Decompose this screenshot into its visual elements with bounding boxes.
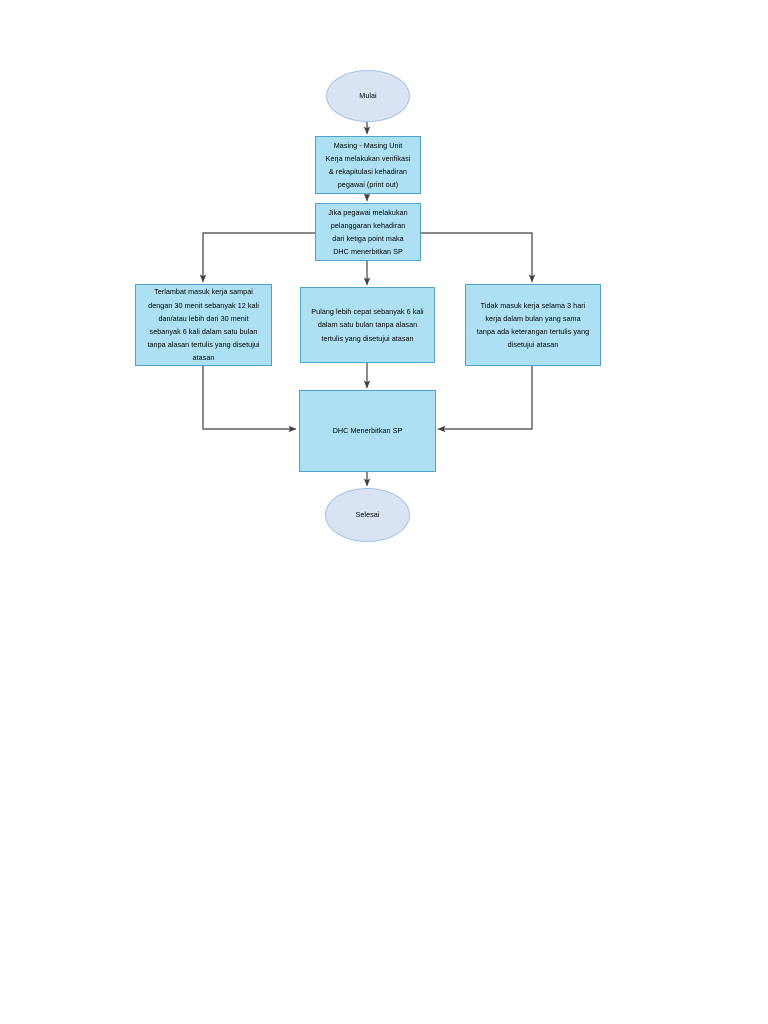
node-start[interactable]: Mulai (326, 70, 410, 122)
node-start-label: Mulai (359, 91, 377, 101)
node-branch-late-label: Terlambat masuk kerja sampai dengan 30 m… (147, 287, 260, 363)
node-branch-absent[interactable]: Tidak masuk kerja selama 3 hari kerja da… (465, 284, 601, 366)
node-end[interactable]: Selesai (325, 488, 410, 542)
edge-condition-to-branch-late (199, 232, 316, 283)
edge-branch-late-to-issue-sp (202, 365, 297, 433)
node-issue-sp[interactable]: DHC Menerbitkan SP (299, 390, 436, 472)
node-condition[interactable]: Jika pegawai melakukan pelanggaran kehad… (315, 203, 421, 261)
node-verification-label: Masing - Masing Unit Kerja melakukan ver… (325, 140, 411, 190)
edge-condition-to-branch-absent (420, 232, 536, 283)
node-branch-early-leave-label: Pulang lebih cepat sebanyak 6 kali dalam… (311, 307, 424, 343)
node-branch-late[interactable]: Terlambat masuk kerja sampai dengan 30 m… (135, 284, 272, 366)
node-condition-label: Jika pegawai melakukan pelanggaran kehad… (328, 207, 408, 257)
node-end-label: Selesai (355, 510, 380, 520)
node-branch-early-leave[interactable]: Pulang lebih cepat sebanyak 6 kali dalam… (300, 287, 435, 363)
node-verification[interactable]: Masing - Masing Unit Kerja melakukan ver… (315, 136, 421, 194)
node-issue-sp-label: DHC Menerbitkan SP (332, 426, 403, 436)
edge-branch-absent-to-issue-sp (437, 365, 533, 433)
node-branch-absent-label: Tidak masuk kerja selama 3 hari kerja da… (476, 300, 590, 350)
